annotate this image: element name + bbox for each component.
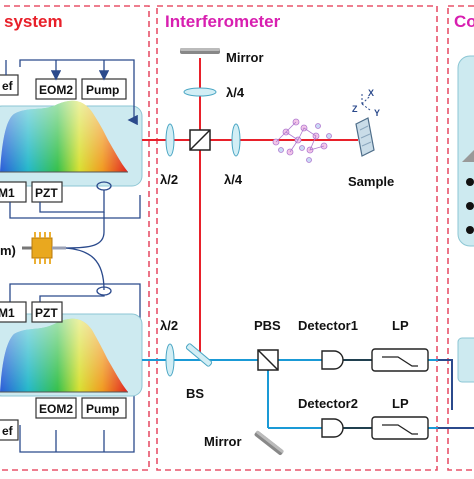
axis-x-label: X — [368, 88, 374, 98]
middle-panel-frame — [156, 5, 438, 471]
lower-half-wave-label: λ/2 — [160, 318, 178, 333]
upper-beamsplitter-cube — [189, 129, 211, 151]
reference-chip-label: m) — [0, 243, 16, 258]
bottom-mirror-label: Mirror — [204, 434, 242, 449]
right-panel-frame — [447, 5, 474, 471]
lower-laser-system: M1 PZT EOM2 Pump ef — [0, 301, 143, 441]
sample-label: Sample — [348, 174, 394, 189]
middle-panel-title: Interferometer — [165, 12, 281, 31]
upper-pzt-box[interactable] — [31, 181, 63, 203]
lower-half-wave-plate — [165, 343, 175, 377]
top-quarter-wave-label: λ/4 — [226, 85, 245, 100]
right-panel-title: Co — [454, 12, 474, 31]
upper-half-wave-label: λ/2 — [160, 172, 178, 187]
sample-molecules — [272, 118, 332, 163]
upper-pzt-label: PZT — [35, 186, 58, 200]
detector2-label: Detector2 — [298, 396, 358, 411]
beamsplitter-plate — [185, 343, 213, 367]
lower-pump-label: Pump — [86, 402, 119, 416]
upper-pump-label: Pump — [86, 83, 119, 97]
lower-eom2-label: EOM2 — [39, 402, 73, 416]
lp1-filter — [371, 348, 429, 372]
lp1-label: LP — [392, 318, 409, 333]
red-beam — [142, 58, 358, 360]
lower-pzt-label: PZT — [35, 306, 58, 320]
top-quarter-wave-plate — [183, 87, 217, 97]
pbs-cube — [257, 349, 279, 371]
lower-pzt-box[interactable] — [31, 301, 63, 323]
top-mirror — [180, 48, 220, 54]
lower-eom2-box[interactable] — [35, 397, 77, 419]
top-mirror-label: Mirror — [226, 50, 264, 65]
detector2 — [321, 418, 372, 438]
right-quarter-wave-plate — [231, 123, 241, 157]
output-lines — [438, 359, 474, 429]
upper-m1-label: M1 — [0, 186, 15, 200]
lp2-label: LP — [392, 396, 409, 411]
lp2-filter — [371, 416, 429, 440]
upper-eom2-label: EOM2 — [39, 83, 73, 97]
reference-chip: m) — [0, 231, 105, 291]
upper-laser-system: ef EOM2 Pump M1 PZT — [0, 74, 143, 203]
detector1 — [321, 350, 372, 370]
right-panel-content — [457, 55, 474, 383]
lower-pump-box[interactable] — [81, 397, 127, 419]
lower-ref-label: ef — [2, 424, 14, 438]
lower-m1-label: M1 — [0, 306, 15, 320]
right-quarter-wave-label: λ/4 — [224, 172, 243, 187]
sample-plate — [355, 117, 375, 157]
upper-wiring — [5, 59, 141, 296]
upper-ref-label: ef — [2, 79, 14, 93]
axes-indicator — [361, 92, 371, 111]
bottom-mirror — [254, 430, 284, 456]
axis-y-label: Y — [374, 108, 380, 118]
upper-half-wave-plate — [165, 123, 175, 157]
axis-z-label: Z — [352, 104, 358, 114]
detector1-label: Detector1 — [298, 318, 358, 333]
left-panel-title: system — [4, 12, 63, 31]
bs-label: BS — [186, 386, 204, 401]
pbs-label: PBS — [254, 318, 281, 333]
lower-ref-box[interactable] — [0, 419, 19, 441]
lower-m1-box[interactable] — [0, 301, 27, 323]
